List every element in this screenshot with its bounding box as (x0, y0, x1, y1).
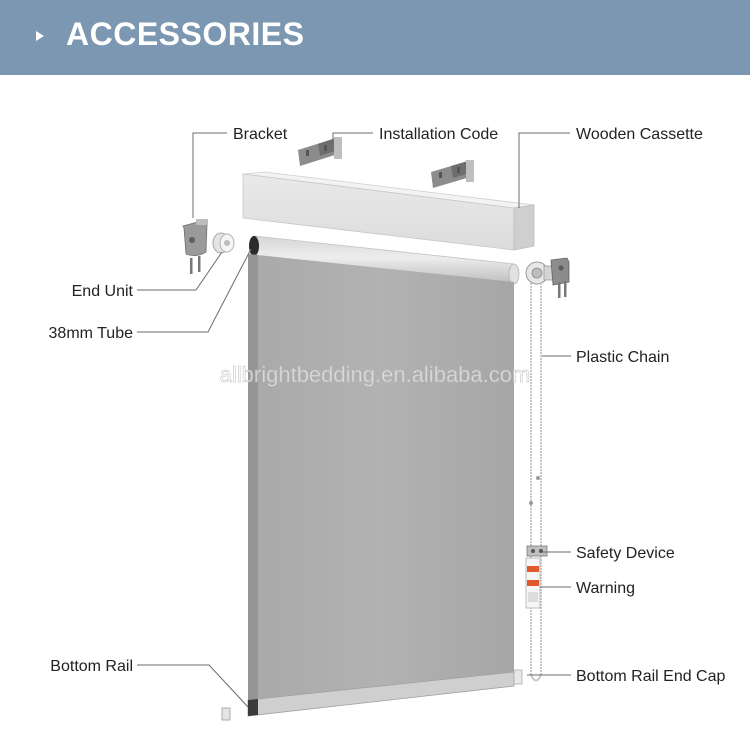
label-warning: Warning (576, 580, 635, 597)
wooden-cassette (242, 171, 535, 251)
label-safety-device: Safety Device (576, 545, 675, 562)
label-bottom-rail-end-cap: Bottom Rail End Cap (576, 668, 726, 685)
end-unit (212, 232, 235, 254)
control-unit (525, 257, 570, 298)
left-bracket (182, 219, 208, 274)
label-end-unit: End Unit (72, 283, 134, 300)
label-wooden-cassette: Wooden Cassette (576, 126, 703, 143)
safety-device (526, 545, 548, 557)
warning-tag (525, 557, 541, 609)
label-installation-code: Installation Code (379, 126, 498, 143)
blind-fabric (248, 254, 514, 702)
label-bracket: Bracket (233, 126, 288, 143)
triangle-right-icon (36, 31, 44, 41)
watermark-text: allbrightbedding.en.alibaba.com (220, 362, 531, 387)
label-plastic-chain: Plastic Chain (576, 349, 669, 366)
label-bottom-rail: Bottom Rail (50, 658, 133, 675)
plastic-chain (529, 283, 542, 682)
bottom-rail (221, 669, 523, 721)
page-title: ACCESSORIES (66, 16, 305, 52)
leader-lines (137, 132, 571, 708)
label-tube: 38mm Tube (49, 325, 134, 342)
installation-code-bracket-left (298, 137, 342, 166)
installation-code-bracket-right (431, 160, 474, 188)
header-banner: ACCESSORIES (0, 0, 750, 75)
